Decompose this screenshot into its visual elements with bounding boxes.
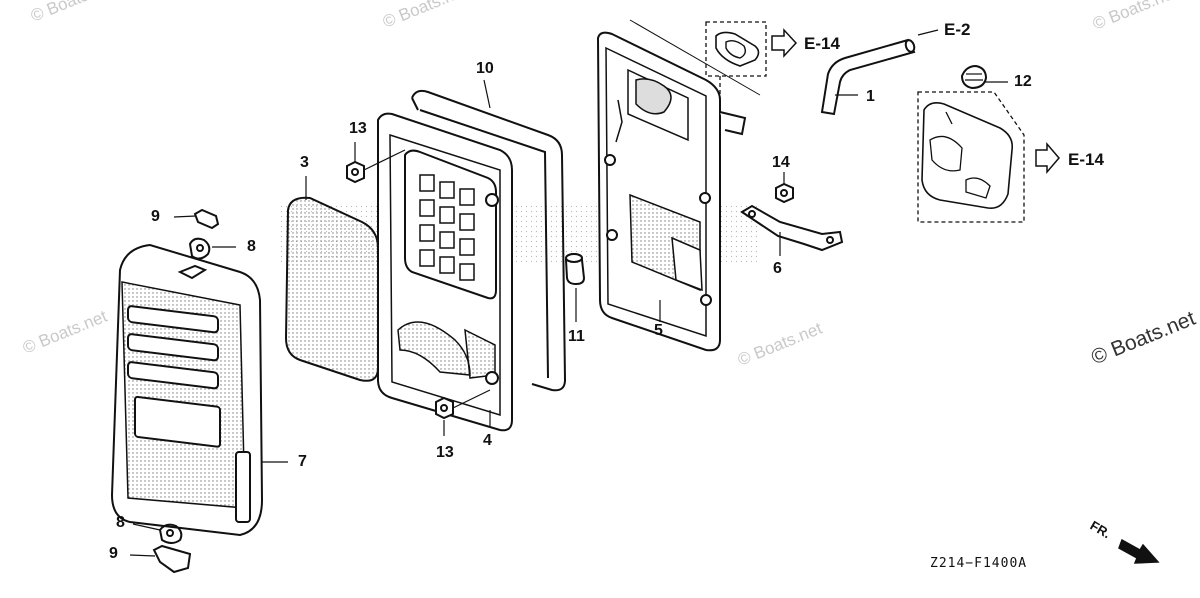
part-label-14[interactable]: 14	[772, 154, 790, 171]
air-cleaner-cover	[110, 243, 264, 537]
reference-e14-top[interactable]: E-14	[804, 34, 840, 53]
part-label-5[interactable]: 5	[654, 322, 663, 339]
part-label-3[interactable]: 3	[300, 154, 309, 171]
part-label-11[interactable]: 11	[568, 328, 585, 345]
part-label-13-top[interactable]: 13	[349, 120, 367, 137]
gasket	[411, 89, 567, 392]
part-label-4[interactable]: 4	[483, 432, 492, 449]
nut-14	[775, 182, 794, 204]
part-label-12[interactable]: 12	[1014, 73, 1032, 90]
reference-e14-right[interactable]: E-14	[1068, 150, 1104, 169]
part-label-13-bottom[interactable]: 13	[436, 444, 454, 461]
nut-13-bottom	[435, 396, 454, 420]
element-case	[377, 112, 513, 432]
leader-lines	[129, 29, 1008, 557]
part-label-7[interactable]: 7	[298, 453, 307, 470]
part-label-6[interactable]: 6	[773, 260, 782, 277]
collar-11	[564, 252, 586, 286]
breather-tube	[820, 38, 916, 116]
part-label-1[interactable]: 1	[866, 88, 875, 105]
reference-arrows	[771, 28, 1060, 175]
part-label-10[interactable]: 10	[476, 60, 494, 77]
reference-box-e14-top	[629, 19, 767, 100]
foam-filter	[284, 196, 379, 382]
grommet	[960, 64, 988, 90]
part-label-9-top[interactable]: 9	[151, 208, 160, 225]
backplate	[596, 31, 747, 352]
diagram-code: Z214−F1400A	[930, 556, 1028, 571]
part-label-9-bottom[interactable]: 9	[109, 545, 118, 562]
part-label-8-top[interactable]: 8	[247, 238, 256, 255]
nut-13-top	[346, 160, 365, 184]
clips	[152, 208, 220, 574]
reference-box-e14-right	[917, 91, 1025, 223]
front-direction-arrow	[1118, 538, 1160, 564]
reference-e2[interactable]: E-2	[944, 20, 971, 39]
part-label-8-bottom[interactable]: 8	[116, 514, 125, 531]
stay-bracket	[740, 204, 844, 252]
